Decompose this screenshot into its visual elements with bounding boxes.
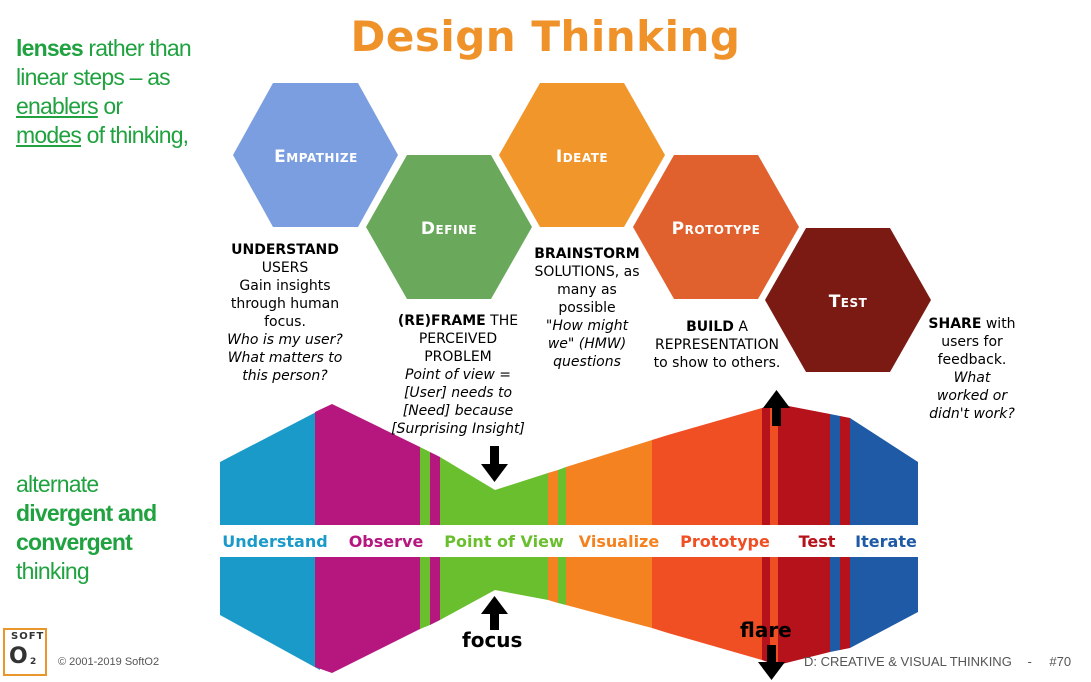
focus-label: focus xyxy=(462,628,523,652)
desc-ideate-line: "How might xyxy=(545,318,629,334)
lead-or: or xyxy=(97,93,123,119)
desc-ideate-line: BRAINSTORM xyxy=(534,246,640,262)
side-line4: thinking xyxy=(16,558,90,584)
desc-define-line: PERCEIVED xyxy=(418,331,498,347)
page-title: Design Thinking xyxy=(350,12,741,61)
lead-rest4: of thinking, xyxy=(81,122,189,148)
footer-section-title: D: CREATIVE & VISUAL THINKING xyxy=(804,654,1012,669)
desc-ideate-line: many as xyxy=(557,282,617,298)
side-line3: convergent xyxy=(16,529,133,555)
side-text: alternate divergent and convergent think… xyxy=(16,470,216,586)
lead-rest1: rather than xyxy=(82,35,191,61)
side-line2: divergent and xyxy=(16,500,157,526)
desc-empathize: UNDERSTAND USERS Gain insights through h… xyxy=(215,241,355,385)
stage-observe: Observe xyxy=(349,532,424,551)
hex-label-prototype: Prototype xyxy=(672,219,761,239)
desc-define-bold: (RE)FRAME xyxy=(397,313,486,329)
desc-prototype: BUILD A REPRESENTATION to show to others… xyxy=(646,318,788,372)
stage-point-of-view: Point of View xyxy=(444,532,564,551)
desc-prototype-line: to show to others. xyxy=(653,355,781,371)
desc-prototype-bold: BUILD xyxy=(686,319,734,335)
flare-arrow-down-icon xyxy=(758,645,785,680)
focus-arrow-up-icon xyxy=(481,596,508,630)
desc-test-line: What xyxy=(953,370,991,386)
footer-page-number: #70 xyxy=(1049,654,1072,669)
desc-test-line: users for xyxy=(941,334,1003,350)
desc-ideate-line: possible xyxy=(558,300,616,316)
desc-test: SHARE with users for feedback. What work… xyxy=(916,315,1028,423)
desc-empathize-line: through human xyxy=(230,296,340,312)
softo2-logo: SOFT O 2 xyxy=(3,628,47,676)
stage-prototype: Prototype xyxy=(680,532,770,551)
label-strip xyxy=(218,525,920,557)
footer-copyright: © 2001-2019 SoftO2 xyxy=(58,656,160,668)
stage-labels: Understand Observe Point of View Visuali… xyxy=(222,532,917,551)
flare-label: flare xyxy=(740,618,792,642)
desc-prototype-rest: A xyxy=(733,319,748,335)
hexagon-prototype: Prototype xyxy=(633,155,799,299)
hex-label-ideate: Ideate xyxy=(556,147,608,167)
desc-ideate: BRAINSTORM SOLUTIONS, as many as possibl… xyxy=(527,245,647,371)
hexagon-empathize: Empathize xyxy=(233,83,398,227)
hexagon-define: Define xyxy=(366,155,532,299)
desc-define-line: [Surprising Insight] xyxy=(391,421,525,437)
process-band xyxy=(218,404,920,673)
desc-test-line: didn't work? xyxy=(929,406,1015,422)
desc-ideate-line: questions xyxy=(553,354,621,370)
desc-empathize-line: focus. xyxy=(264,314,306,330)
desc-empathize-line: UNDERSTAND xyxy=(231,242,339,258)
desc-test-line: feedback. xyxy=(937,352,1007,368)
desc-ideate-line: SOLUTIONS, as xyxy=(534,264,640,280)
stage-visualize: Visualize xyxy=(579,532,660,551)
desc-define: (RE)FRAME THE PERCEIVED PROBLEM Point of… xyxy=(390,312,526,438)
desc-test-rest: with xyxy=(981,316,1016,332)
desc-empathize-line: Who is my user? xyxy=(227,332,343,348)
desc-test-line: worked or xyxy=(936,388,1008,404)
desc-empathize-line: What matters to xyxy=(227,350,343,366)
hex-label-empathize: Empathize xyxy=(274,147,358,167)
desc-empathize-line: USERS xyxy=(261,260,309,276)
desc-prototype-line: REPRESENTATION xyxy=(655,337,779,353)
flare-arrow-up-icon xyxy=(763,390,790,426)
logo-top: SOFT xyxy=(11,631,45,642)
lead-modes: modes xyxy=(16,122,82,148)
hexagon-ideate: Ideate xyxy=(499,83,665,227)
desc-define-rest: THE xyxy=(485,313,519,329)
side-line1: alternate xyxy=(16,471,99,497)
footer-separator: - xyxy=(1027,654,1032,669)
hex-label-test: Test xyxy=(829,292,868,312)
lead-enablers: enablers xyxy=(16,93,99,119)
hexagon-test: Test xyxy=(765,228,931,372)
desc-test-bold: SHARE xyxy=(928,316,982,332)
desc-define-line: Point of view = xyxy=(404,367,512,383)
desc-ideate-line: we" (HMW) xyxy=(547,336,627,352)
desc-empathize-line: this person? xyxy=(242,368,328,384)
focus-arrow-down-icon xyxy=(481,446,508,482)
desc-define-line: [Need] because xyxy=(402,403,514,419)
lead-line2: linear steps – as xyxy=(16,64,171,90)
footer-section: D: CREATIVE & VISUAL THINKING - #70 xyxy=(804,654,1071,669)
hex-label-define: Define xyxy=(421,219,477,239)
stage-iterate: Iterate xyxy=(855,532,917,551)
lead-text: lenses rather than linear steps – as ena… xyxy=(16,34,226,150)
desc-empathize-line: Gain insights xyxy=(239,278,331,294)
logo-sub: 2 xyxy=(30,657,37,667)
stage-understand: Understand xyxy=(222,532,327,551)
desc-define-line: PROBLEM xyxy=(424,349,492,365)
stage-test: Test xyxy=(799,532,836,551)
lead-lenses: lenses xyxy=(16,35,84,61)
logo-main: O xyxy=(9,644,28,669)
desc-define-line: [User] needs to xyxy=(403,385,513,401)
